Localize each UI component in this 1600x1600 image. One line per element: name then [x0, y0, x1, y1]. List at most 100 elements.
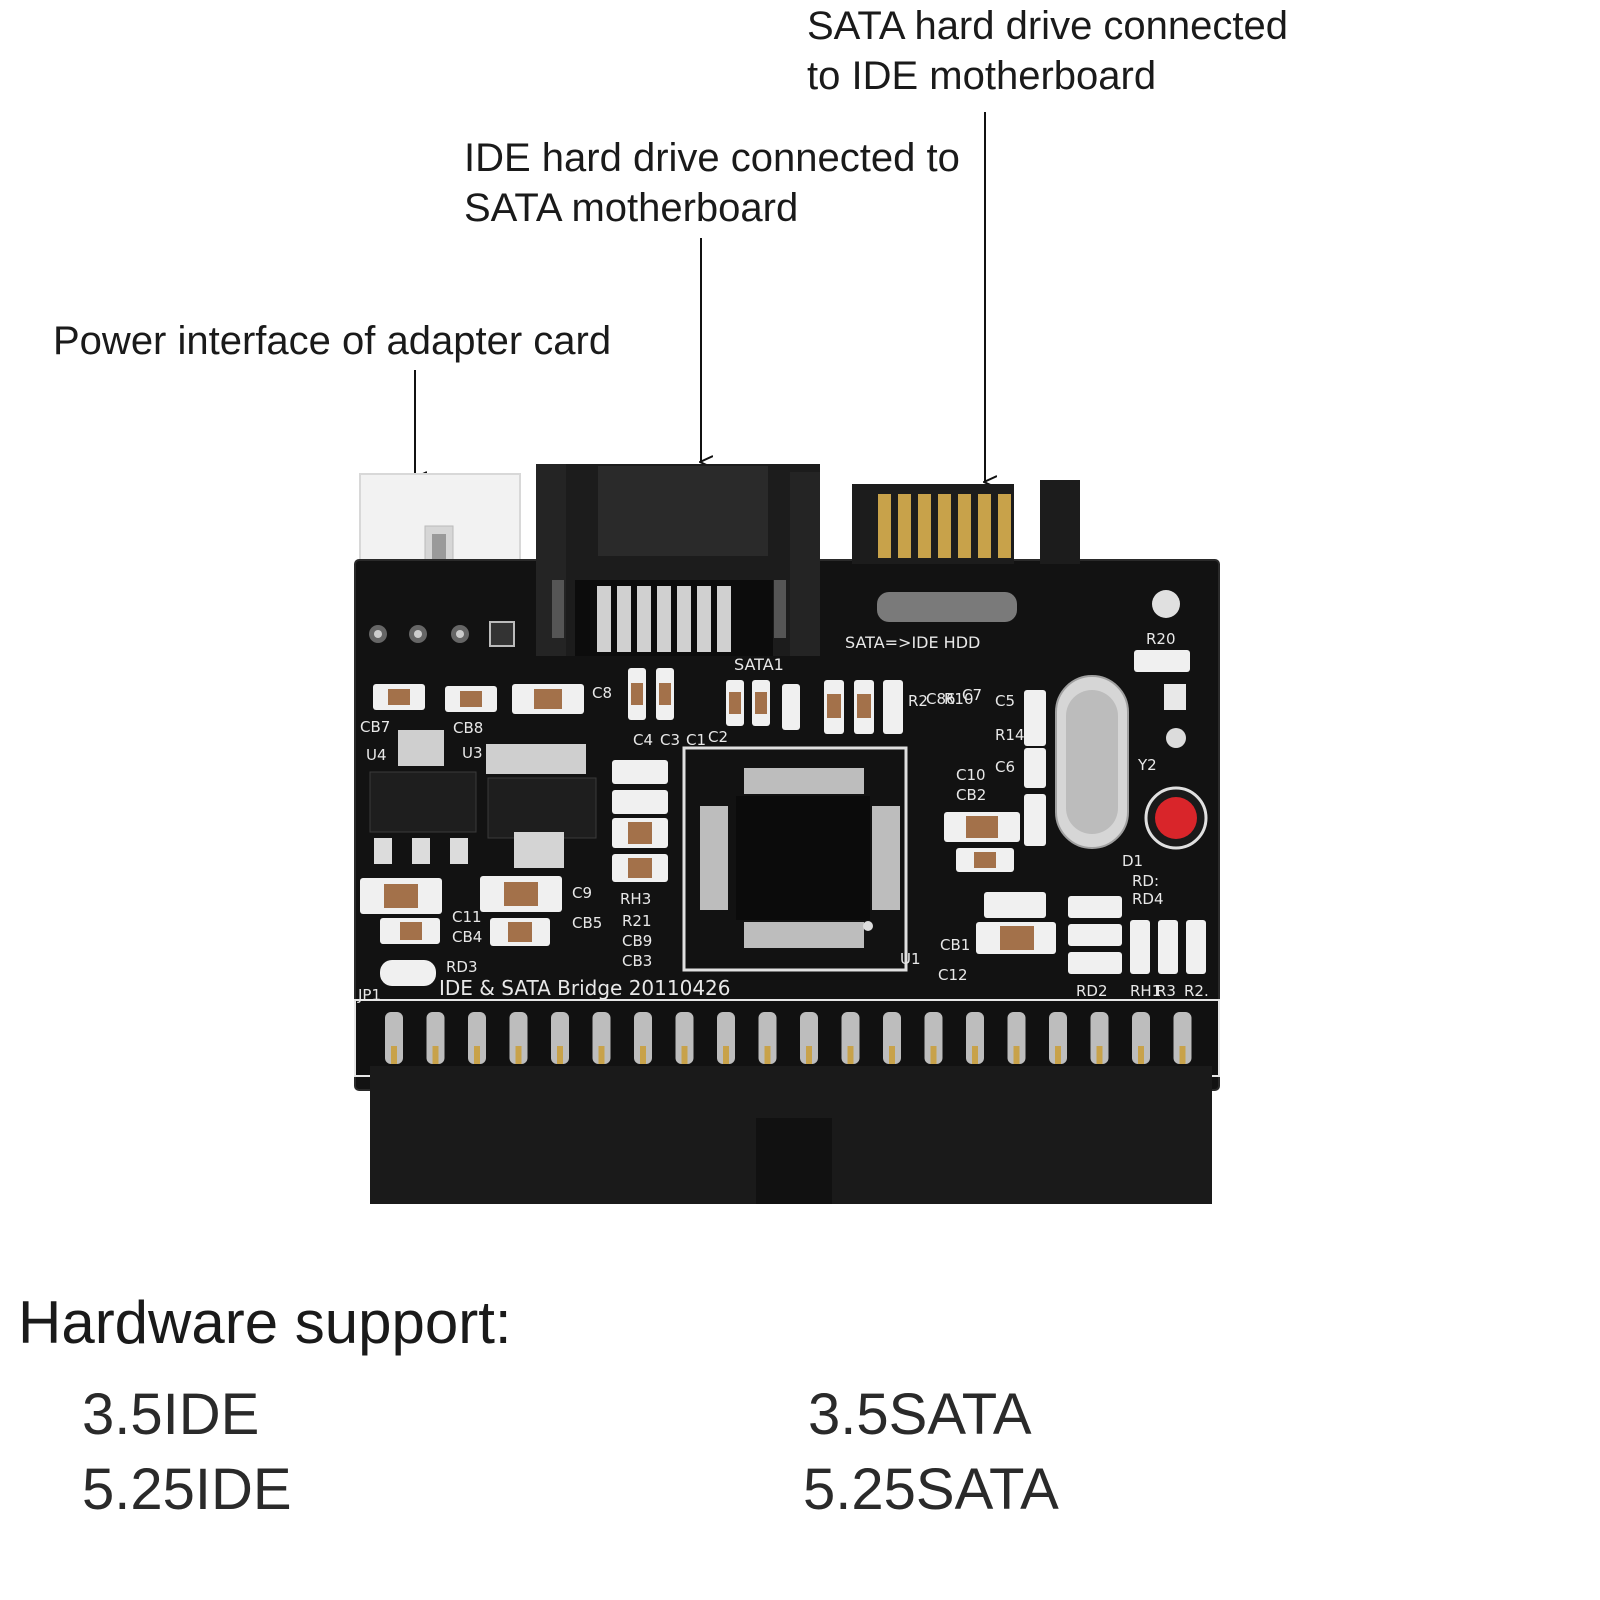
hardware-item-5-25-ide: 5.25IDE [82, 1457, 292, 1522]
ide-pin-tip [1055, 1046, 1061, 1064]
ide-pin-tip [764, 1046, 771, 1064]
silkscreen-label: RH3 [620, 890, 651, 908]
ide-pin-tip [930, 1046, 937, 1064]
crystal-y2 [1055, 675, 1129, 849]
silkscreen-label: CB1 [940, 936, 970, 954]
led-d1 [1144, 786, 1208, 850]
silkscreen-label: C10 [956, 766, 986, 784]
silkscreen-label: C12 [938, 966, 968, 984]
silkscreen-label: R14 [995, 726, 1025, 744]
silkscreen-label: U4 [366, 746, 387, 764]
ide-pin-tip [889, 1046, 895, 1064]
ide-pin-tip [474, 1046, 480, 1064]
ide-pin-tip [391, 1046, 397, 1064]
ide-pin [1049, 1012, 1067, 1064]
ide-pin-tip [640, 1046, 646, 1064]
silkscreen-label: CB2 [956, 786, 986, 804]
ide-pin [468, 1012, 486, 1064]
ide-pin [800, 1012, 818, 1064]
silkscreen-label: CB3 [622, 952, 652, 970]
silkscreen-label: C5 [995, 692, 1015, 710]
silkscreen-label: R20 [1146, 630, 1176, 648]
voltage-regulators [369, 730, 597, 868]
silkscreen-label: C8 [592, 684, 612, 702]
silkscreen-label: C86 [926, 690, 956, 708]
silkscreen-sata-ide: SATA=>IDE HDD [845, 633, 980, 652]
silkscreen-label: D1 [1122, 852, 1143, 870]
ide-pin [675, 1012, 694, 1064]
ide-pin-tip [1096, 1046, 1103, 1064]
silkscreen-label: RD: [1132, 872, 1159, 890]
ide-pin [1173, 1012, 1192, 1064]
callout-ide-line-2: SATA motherboard [464, 186, 799, 230]
ide-pin [1007, 1012, 1026, 1064]
hardware-item-5-25-sata: 5.25SATA [803, 1457, 1059, 1522]
silkscreen-label: CB7 [360, 718, 390, 736]
molex-power-connector [359, 473, 521, 567]
hardware-support-title: Hardware support: [18, 1289, 512, 1356]
ide-pin-tip [515, 1046, 522, 1064]
silkscreen-label: RH1 [1130, 982, 1161, 1000]
silkscreen-bottom: IDE & SATA Bridge 20110426 [439, 976, 731, 1000]
sata-male-connector [852, 480, 1080, 622]
ide-pin [966, 1012, 984, 1064]
silkscreen-label: RD2 [1076, 982, 1108, 1000]
ide-pin-tip [557, 1046, 563, 1064]
silkscreen-label: R21 [622, 912, 652, 930]
silkscreen-label: C1 [686, 731, 706, 749]
callout-ide-line-1: IDE hard drive connected to [464, 136, 960, 180]
ide-pin [924, 1012, 943, 1064]
hardware-item-3-5-sata: 3.5SATA [808, 1382, 1032, 1447]
ide-pin [385, 1012, 403, 1064]
smd-components [360, 590, 1206, 986]
ide-pin-tip [972, 1046, 978, 1064]
ide-pin [426, 1012, 445, 1064]
silkscreen-label: R3 [1156, 982, 1176, 1000]
callout-sata-line-1: SATA hard drive connected [807, 4, 1289, 48]
ide-pin [551, 1012, 569, 1064]
ide-pin [509, 1012, 528, 1064]
ide-pin [883, 1012, 901, 1064]
ide-pin-tip [432, 1046, 439, 1064]
silkscreen-label: Y2 [1137, 756, 1157, 774]
ide-pin [758, 1012, 777, 1064]
ide-pin-tip [847, 1046, 854, 1064]
ide-pin-tip [1179, 1046, 1186, 1064]
ide-pin-tip [681, 1046, 688, 1064]
callout-ide-to-sata: IDE hard drive connected to SATA motherb… [464, 133, 960, 233]
ide-pin [1090, 1012, 1109, 1064]
silkscreen-label: U3 [462, 744, 483, 762]
callout-sata-line-2: to IDE motherboard [807, 54, 1157, 98]
silkscreen-sata1: SATA1 [734, 655, 784, 674]
ide-pin [841, 1012, 860, 1064]
ide-pin [717, 1012, 735, 1064]
silkscreen-label: JP1 [357, 986, 381, 1004]
callout-power-line-1: Power interface of adapter card [53, 319, 612, 363]
silkscreen-label: C2 [708, 728, 728, 746]
silkscreen-label: C6 [995, 758, 1015, 776]
ide-pin-tip [723, 1046, 729, 1064]
silkscreen-label: RD3 [446, 958, 478, 976]
ide-pin [592, 1012, 611, 1064]
jumper-pins [369, 621, 515, 647]
silkscreen-label: U1 [900, 950, 921, 968]
silkscreen-label: CB9 [622, 932, 652, 950]
ide-pin [1132, 1012, 1150, 1064]
ide-pin-tip [1013, 1046, 1020, 1064]
ide-pin-tip [806, 1046, 812, 1064]
silkscreen-label: RD4 [1132, 890, 1164, 908]
silkscreen-label: R2 [908, 692, 928, 710]
ide-pins [385, 1012, 1192, 1064]
silkscreen-label: R2. [1184, 982, 1209, 1000]
silkscreen-label: CB4 [452, 928, 482, 946]
bridge-chip-u1 [682, 746, 908, 972]
ide-pin-tip [598, 1046, 605, 1064]
sata-female-connector [536, 464, 820, 656]
silkscreen-label: C7 [962, 686, 982, 704]
silkscreen-label: CB5 [572, 914, 602, 932]
silkscreen-label: R10 [944, 690, 974, 708]
silkscreen-label: C3 [660, 731, 680, 749]
ide-pin [634, 1012, 652, 1064]
